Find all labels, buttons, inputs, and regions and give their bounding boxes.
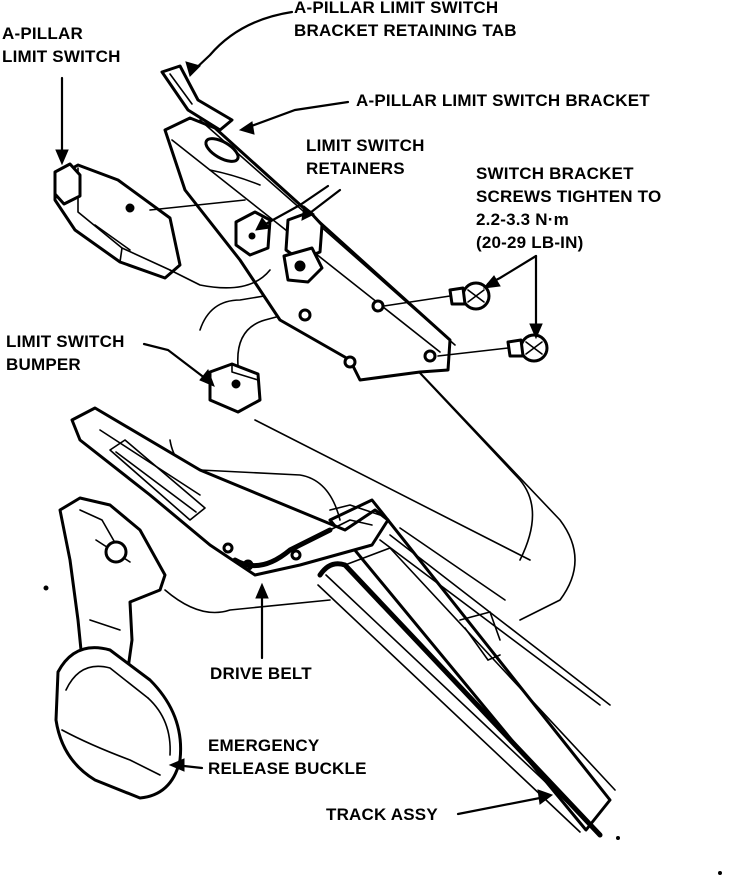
bracket-retaining-tab: [160, 64, 234, 132]
bracket-screws: [383, 281, 549, 363]
label-limit-switch: A-PILLAR LIMIT SWITCH: [2, 24, 121, 66]
scan-specks: [43, 585, 722, 875]
emergency-release-buckle: [54, 496, 183, 800]
label-release-buckle: EMERGENCY RELEASE BUCKLE: [208, 736, 367, 778]
drive-belt-carrier: [70, 406, 390, 577]
label-drive-belt: DRIVE BELT: [210, 664, 312, 683]
arrow-heads: [55, 61, 554, 805]
label-bumper: LIMIT SWITCH BUMPER: [6, 332, 125, 374]
label-bracket-screws: SWITCH BRACKET SCREWS TIGHTEN TO 2.2-3.3…: [476, 164, 662, 252]
label-retainers: LIMIT SWITCH RETAINERS: [306, 136, 425, 178]
a-pillar-limit-switch: [53, 162, 271, 289]
label-track-assy: TRACK ASSY: [326, 805, 438, 824]
limit-switch-bumper: [208, 362, 262, 414]
track-assembly: [317, 498, 616, 838]
label-retaining-tab: A-PILLAR LIMIT SWITCH BRACKET RETAINING …: [294, 0, 517, 40]
label-bracket: A-PILLAR LIMIT SWITCH BRACKET: [356, 91, 650, 110]
